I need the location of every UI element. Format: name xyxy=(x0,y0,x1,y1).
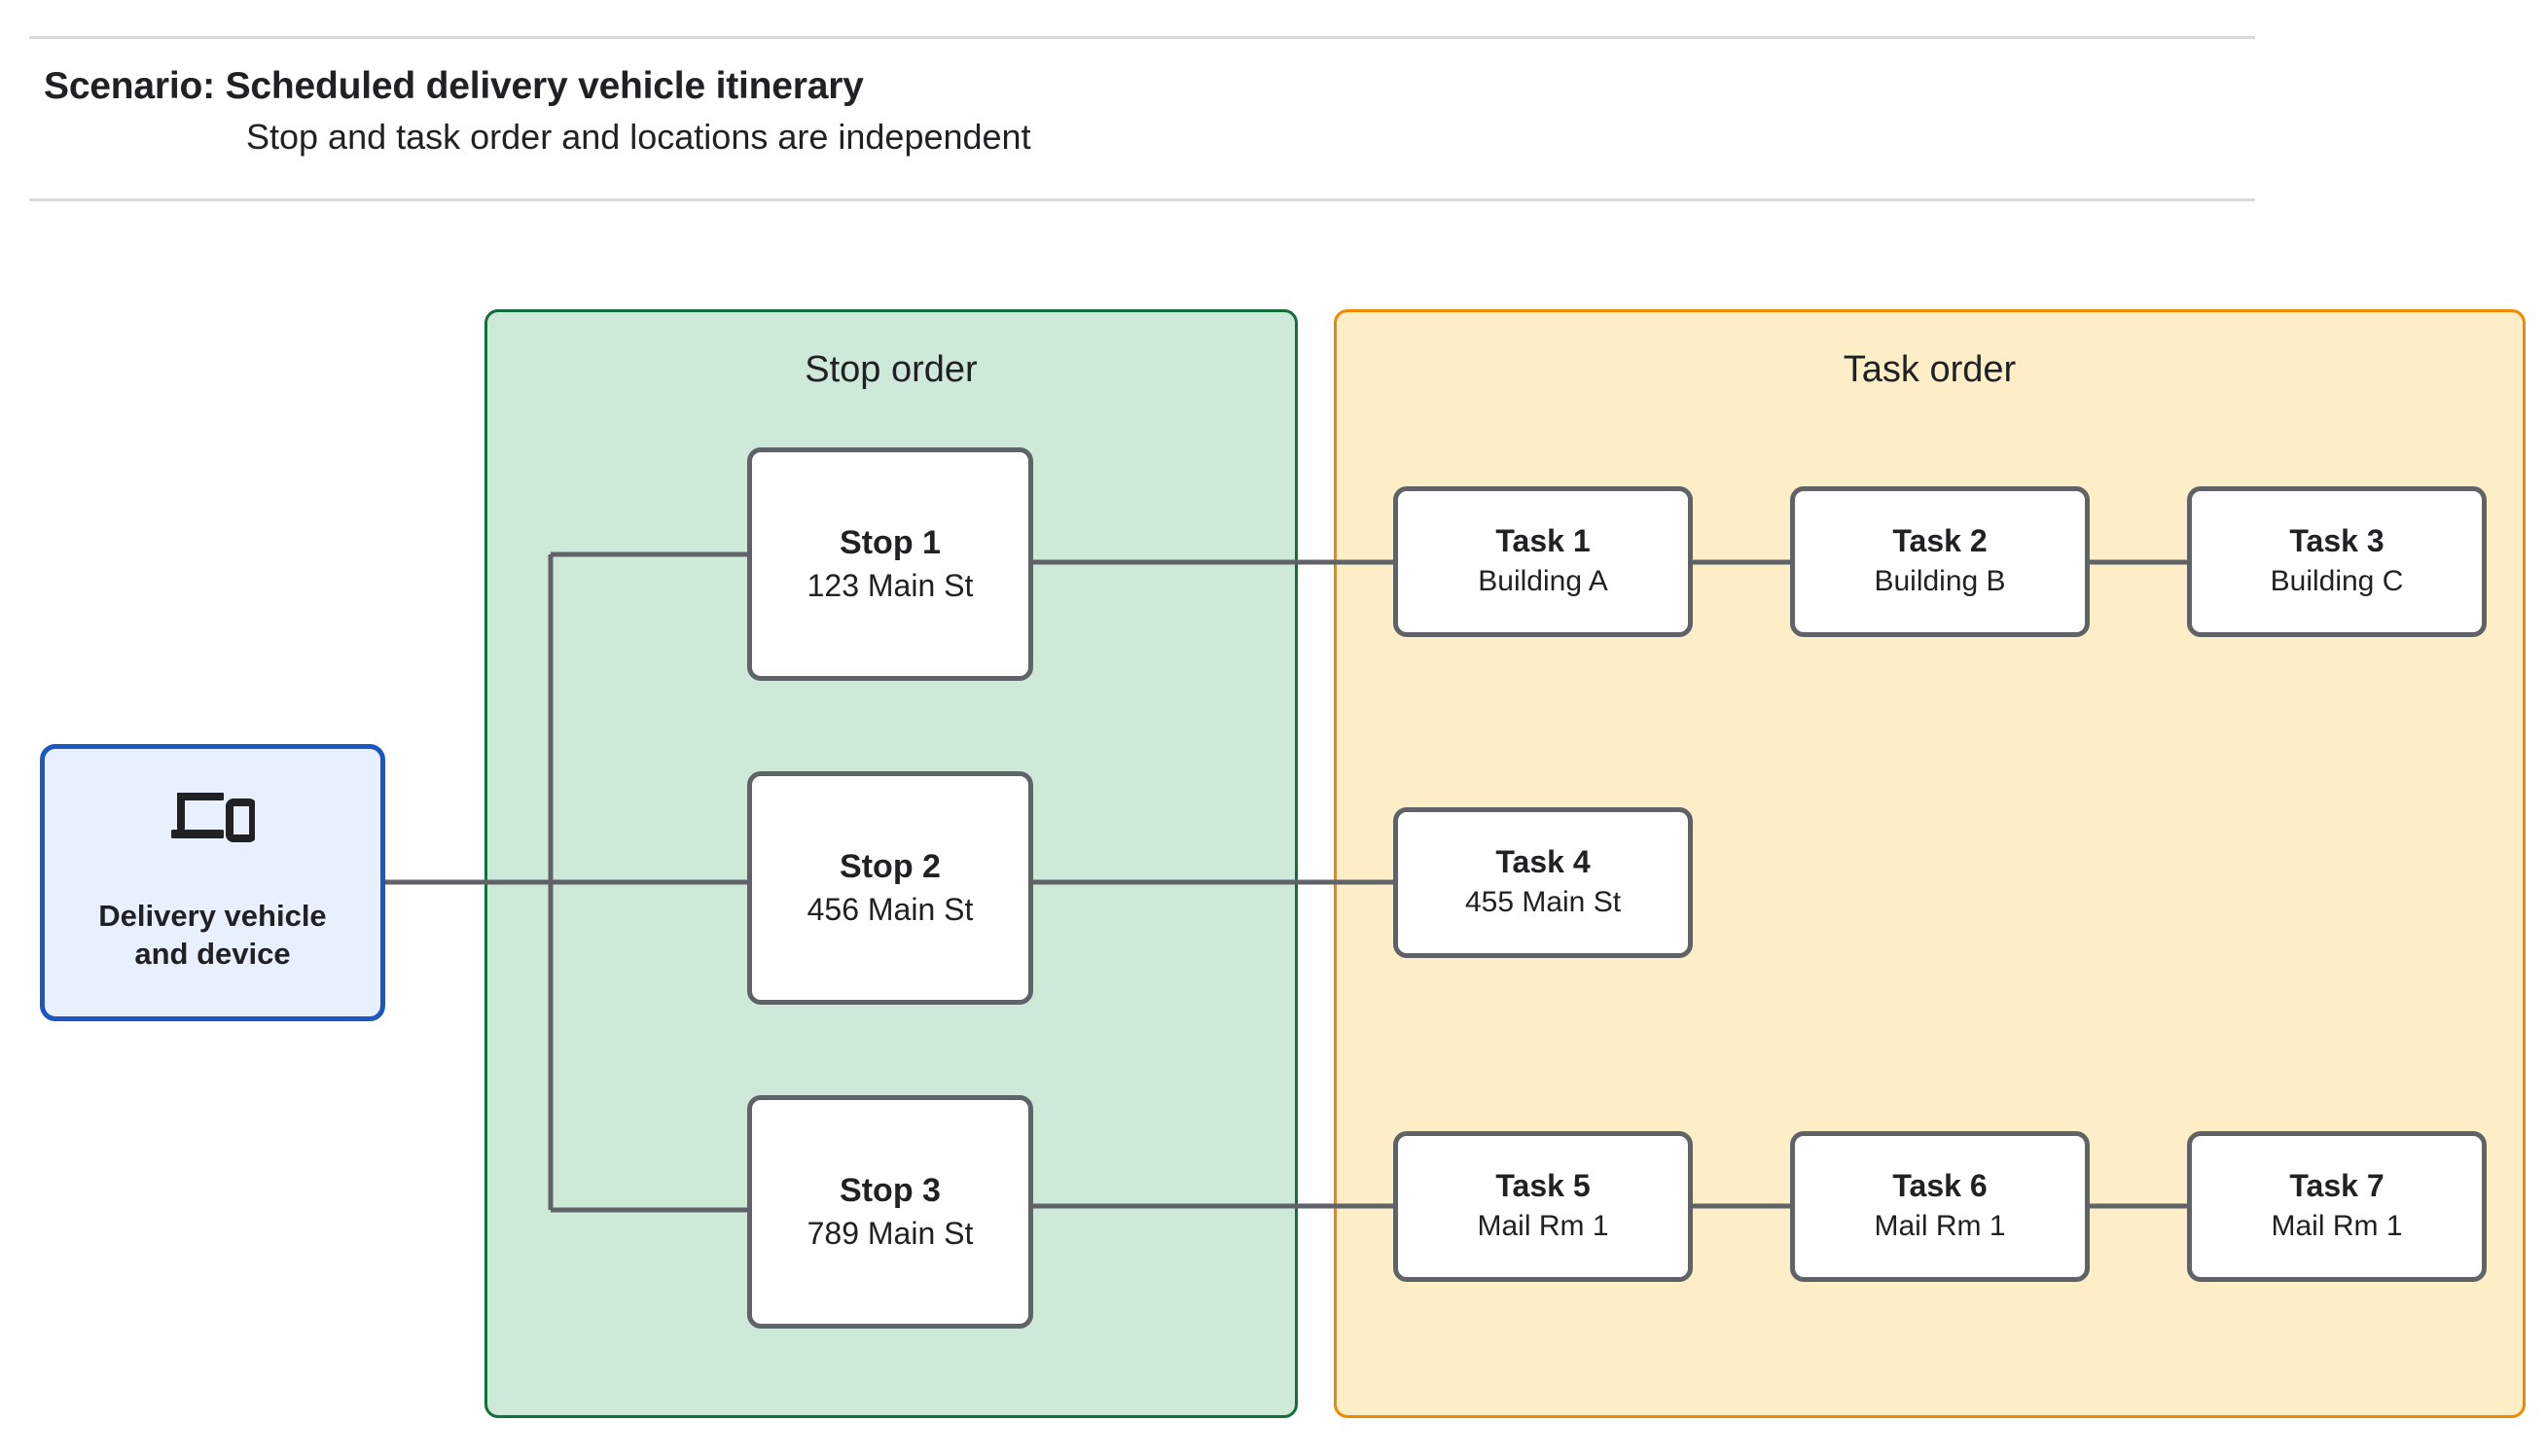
delivery-vehicle-node[interactable]: Delivery vehicle and device xyxy=(40,744,385,1021)
task-node-4-location: 455 Main St xyxy=(1464,886,1622,919)
task-node-1[interactable]: Task 1 Building A xyxy=(1393,486,1693,637)
stop-node-3[interactable]: Stop 3 789 Main St xyxy=(747,1095,1033,1329)
task-node-4-title: Task 4 xyxy=(1495,844,1591,880)
task-node-5-title: Task 5 xyxy=(1495,1168,1591,1204)
task-node-6[interactable]: Task 6 Mail Rm 1 xyxy=(1790,1131,2090,1282)
task-node-2-location: Building B xyxy=(1874,565,2006,598)
task-order-group-title: Task order xyxy=(1843,349,2017,390)
stop-order-group-title: Stop order xyxy=(805,349,978,390)
stop-node-3-address: 789 Main St xyxy=(807,1215,974,1251)
stop-node-3-title: Stop 3 xyxy=(840,1172,941,1210)
task-node-5-location: Mail Rm 1 xyxy=(1477,1210,1609,1243)
header-divider-top xyxy=(29,36,2255,39)
task-node-3[interactable]: Task 3 Building C xyxy=(2187,486,2487,637)
stop-node-2-address: 456 Main St xyxy=(807,891,974,927)
task-node-3-location: Building C xyxy=(2270,565,2404,598)
delivery-vehicle-label: Delivery vehicle and device xyxy=(98,898,327,971)
task-node-1-location: Building A xyxy=(1478,565,1608,598)
task-node-3-title: Task 3 xyxy=(2289,523,2385,559)
task-node-6-location: Mail Rm 1 xyxy=(1874,1210,2006,1243)
header-divider-bottom xyxy=(29,198,2255,201)
task-node-7[interactable]: Task 7 Mail Rm 1 xyxy=(2187,1131,2487,1282)
devices-icon xyxy=(170,787,257,852)
task-node-6-title: Task 6 xyxy=(1892,1168,1988,1204)
task-node-2-title: Task 2 xyxy=(1892,523,1988,559)
task-node-4[interactable]: Task 4 455 Main St xyxy=(1393,807,1693,958)
page-subtitle: Stop and task order and locations are in… xyxy=(246,117,1031,157)
stop-node-1-address: 123 Main St xyxy=(807,567,974,603)
task-node-5[interactable]: Task 5 Mail Rm 1 xyxy=(1393,1131,1693,1282)
stop-node-1-title: Stop 1 xyxy=(840,524,941,562)
stop-node-2[interactable]: Stop 2 456 Main St xyxy=(747,771,1033,1005)
page-title: Scenario: Scheduled delivery vehicle iti… xyxy=(44,65,864,107)
task-node-7-location: Mail Rm 1 xyxy=(2271,1210,2403,1243)
task-node-7-title: Task 7 xyxy=(2289,1168,2385,1204)
task-node-2[interactable]: Task 2 Building B xyxy=(1790,486,2090,637)
task-node-1-title: Task 1 xyxy=(1495,523,1591,559)
stop-node-1[interactable]: Stop 1 123 Main St xyxy=(747,447,1033,681)
stop-node-2-title: Stop 2 xyxy=(840,848,941,886)
